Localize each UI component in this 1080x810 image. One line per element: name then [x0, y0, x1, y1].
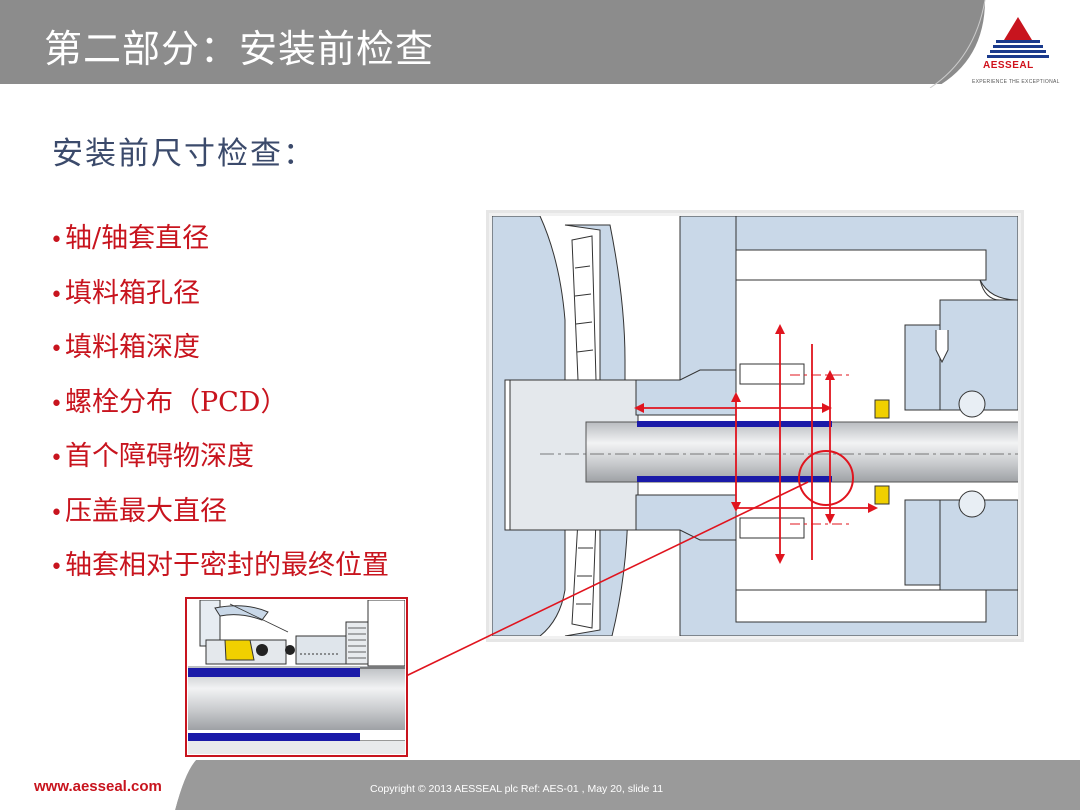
- list-item: •轴/轴套直径: [50, 223, 210, 254]
- logo: [930, 0, 1080, 88]
- slide-title: 第二部分：安装前检查: [44, 27, 435, 71]
- list-item: •填料箱孔径: [50, 277, 200, 309]
- list-item: •填料箱深度: [50, 332, 200, 363]
- slide-header: 第二部分：安装前检查 AESSEAL EXPERIENCE THE EXCEPT…: [0, 0, 1080, 88]
- list-item: •螺栓分布（PCD）: [50, 386, 288, 418]
- callout-line: [405, 481, 809, 677]
- checklist: •轴/轴套直径 •填料箱孔径 •填料箱深度 •螺栓分布（PCD） •首个障碍物深…: [50, 220, 389, 602]
- main-drawing: [486, 210, 1024, 642]
- list-item: •首个障碍物深度: [50, 441, 254, 472]
- list-item: •压盖最大直径: [50, 495, 227, 527]
- logo-tagline: EXPERIENCE THE EXCEPTIONAL: [972, 79, 1060, 85]
- list-item: •轴套相对于密封的最终位置: [50, 550, 389, 581]
- footer-url[interactable]: www.aesseal.com: [34, 778, 162, 795]
- header-curve: [929, 0, 1080, 88]
- logo-brand: AESSEAL: [983, 60, 1034, 71]
- footer-copyright: Copyright © 2013 AESSEAL plc Ref: AES-01…: [370, 783, 664, 795]
- detail-inset: [185, 597, 408, 757]
- logo-icon: [987, 17, 1049, 58]
- footer-band: [0, 760, 1080, 810]
- header-bar: [0, 0, 1080, 84]
- section-subtitle: 安装前尺寸检查：: [52, 136, 316, 172]
